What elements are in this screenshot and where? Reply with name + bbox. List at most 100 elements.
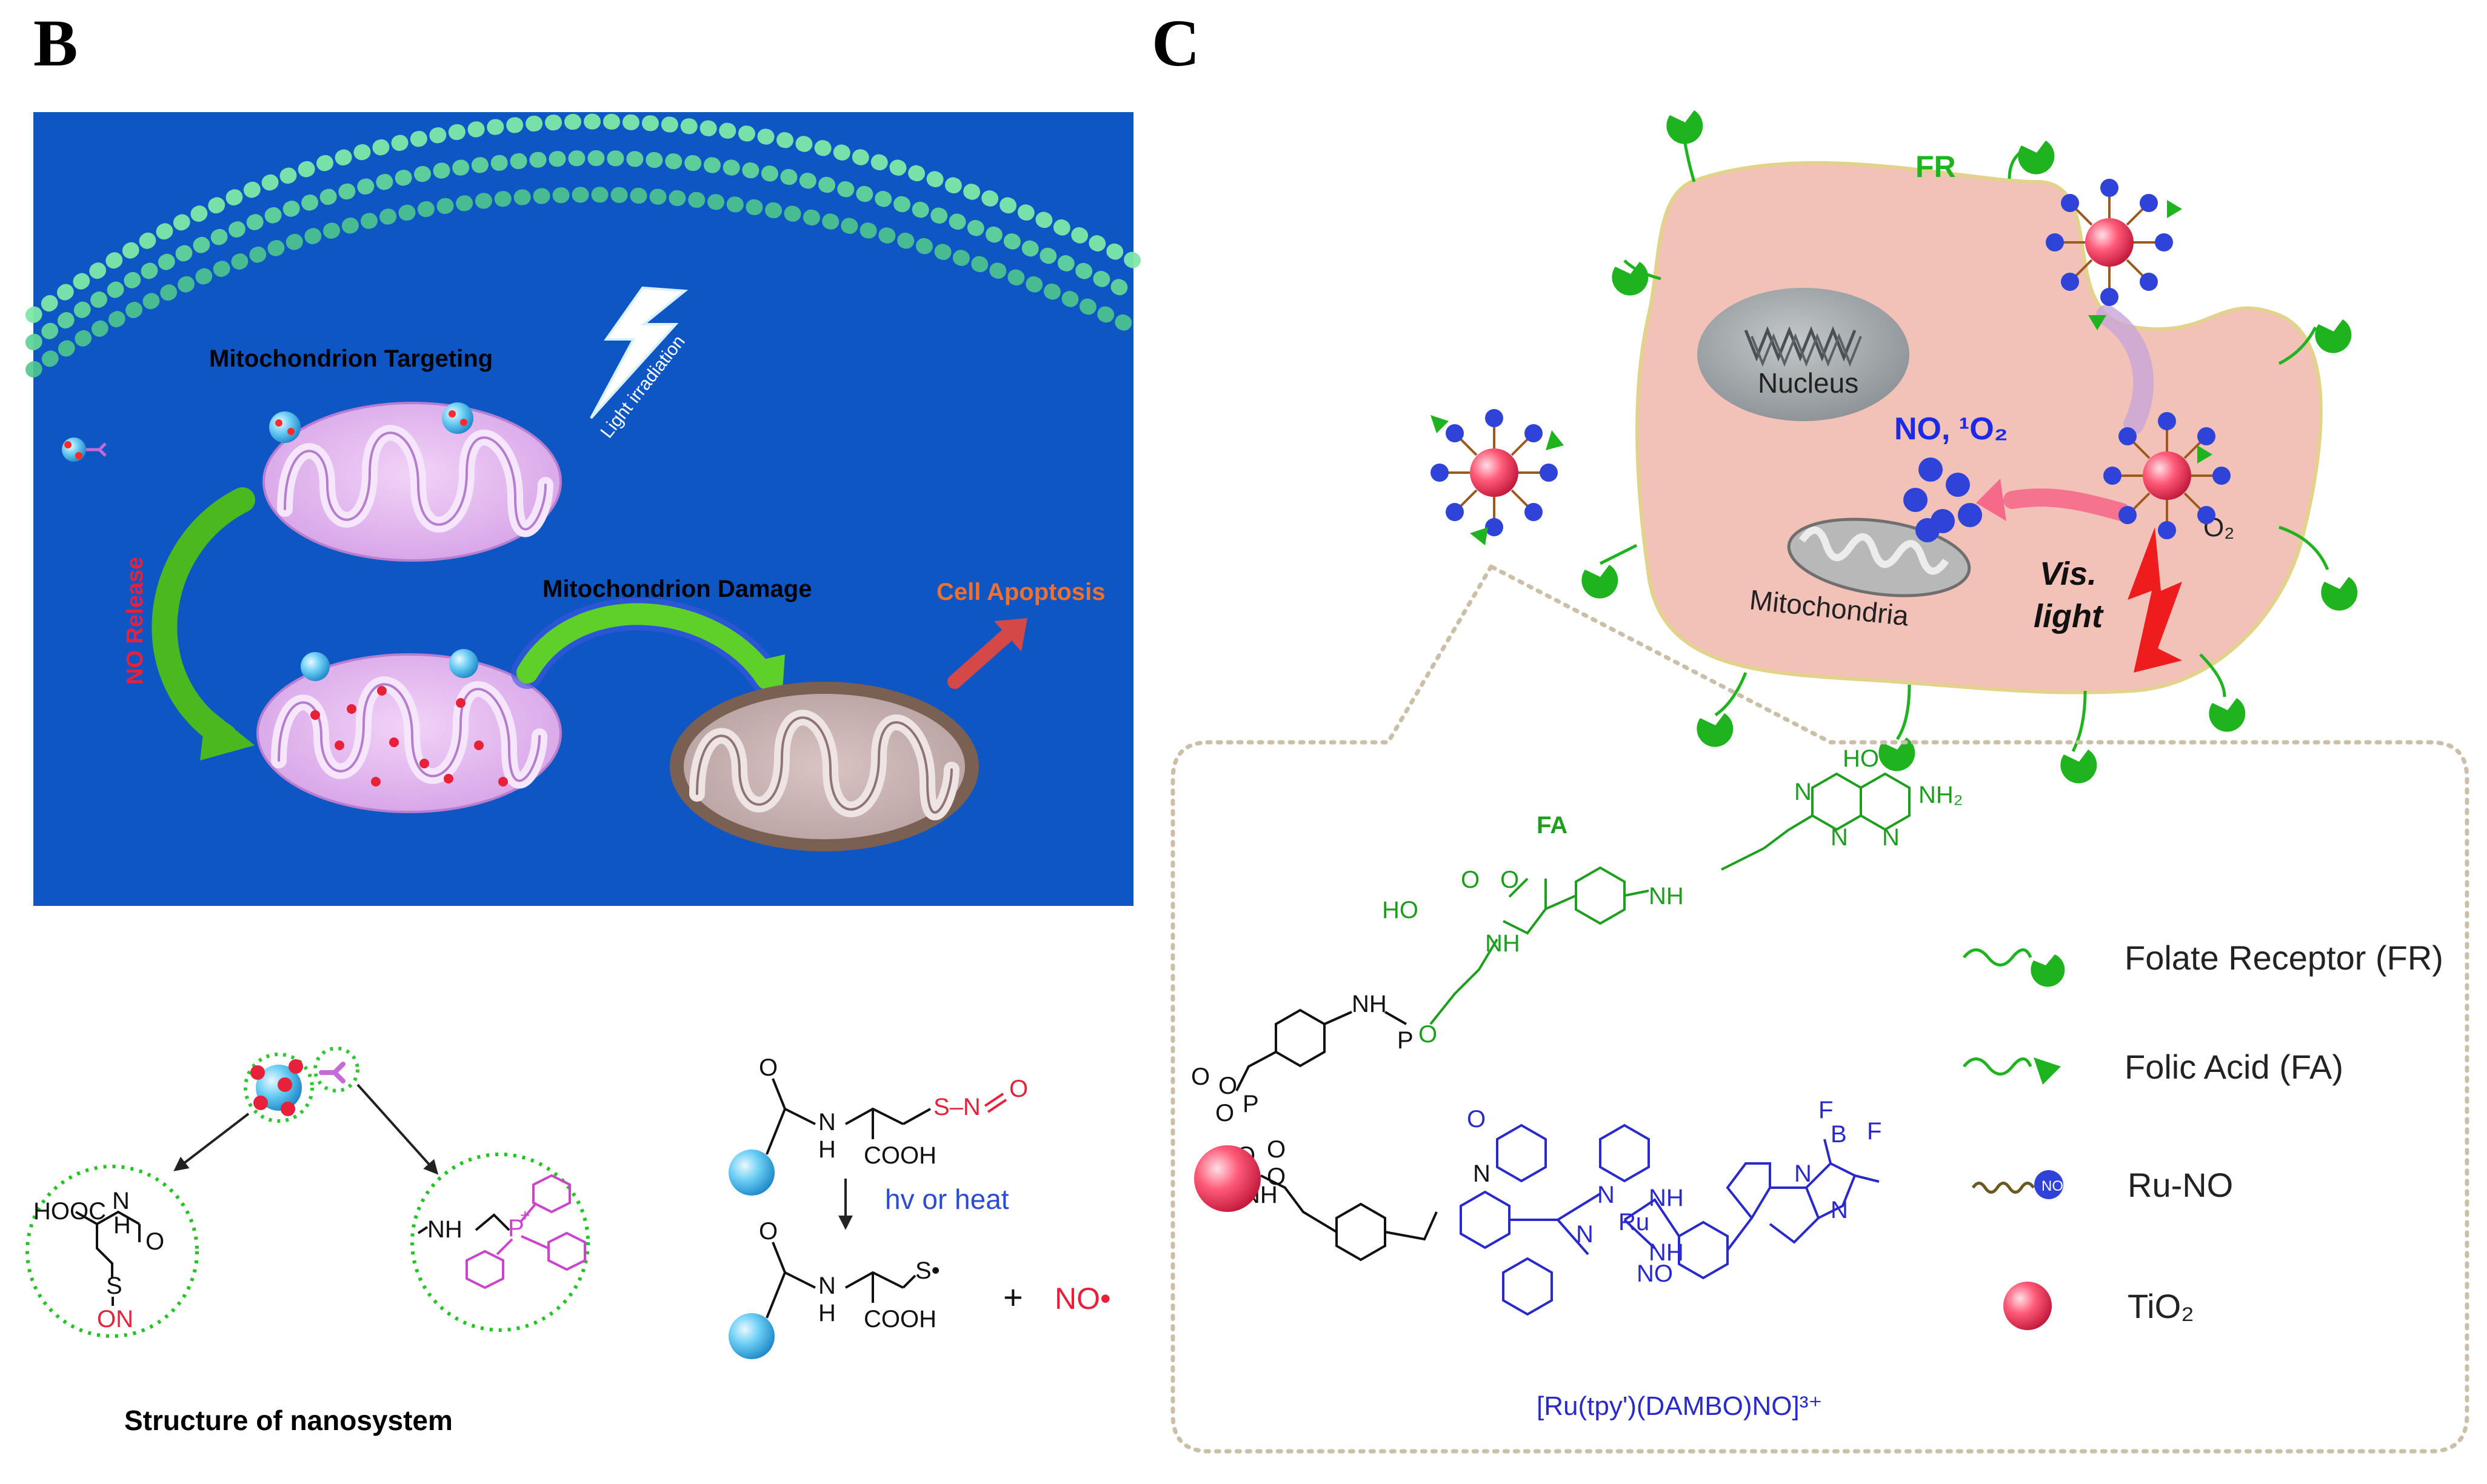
apoptosis-arrow	[947, 626, 1016, 689]
chem-label-24: NO	[1637, 1260, 1673, 1287]
nanoparticle-outside	[1430, 409, 1564, 545]
fa-label-8: NH	[1485, 930, 1520, 957]
tio2-sphere-icon	[2003, 1282, 2052, 1330]
legend-label-ru-no: Ru-NO	[2128, 1166, 2233, 1204]
chem-label-17: O	[1267, 1163, 1286, 1190]
tio2-particle-icon	[1194, 1145, 1261, 1212]
no-release-reaction: O N H COOH S–N O hv or heat O N H COOH S…	[729, 1054, 1111, 1359]
ru-no-particle-text: NO	[2041, 1178, 2063, 1194]
left-circle-on: ON	[97, 1306, 133, 1333]
light-label: light	[2034, 598, 2104, 634]
chem-label-21: N	[1473, 1160, 1491, 1187]
chem-label-31: N	[1794, 1160, 1812, 1187]
product-h: H	[818, 1300, 836, 1326]
chem-label-11: NH	[1352, 991, 1387, 1017]
left-circle-hooc: HOOC	[33, 1198, 106, 1225]
cell-apoptosis-label: Cell Apoptosis	[936, 579, 1106, 605]
chem-label-14: O	[1191, 1063, 1210, 1090]
folic-acid-icon	[1963, 1057, 2032, 1076]
reactant-n: N	[818, 1109, 836, 1136]
chem-label-12: P	[1397, 1027, 1414, 1054]
legend-label-fr: Folate Receptor (FR)	[2125, 939, 2443, 977]
carbonyl-o-bottom: O	[759, 1218, 778, 1245]
left-circle-n: N	[112, 1188, 130, 1214]
molecule-name: [Ru(tpy')(DAMBO)NO]³⁺	[1537, 1391, 1823, 1421]
chem-label-19: O	[1267, 1136, 1286, 1163]
right-circle-nh: NH	[427, 1216, 462, 1243]
chem-label-30: F	[1867, 1118, 1881, 1145]
nucleus-label: Nucleus	[1758, 367, 1858, 399]
ru-no-icon	[1971, 1182, 2035, 1194]
chem-label-25: N	[1597, 1182, 1615, 1208]
fa-label: FA	[1537, 812, 1567, 839]
reactant-sn: S–N	[933, 1094, 981, 1120]
legend-item-folate-receptor: Folate Receptor (FR)	[1963, 939, 2443, 987]
tpp-ligand-icon	[319, 1062, 346, 1083]
mitochondrion-healthy	[262, 402, 562, 562]
panel-b-illustration: Light irradiation Mitochondrion Targetin…	[25, 112, 1141, 906]
chem-label-22: N	[1576, 1221, 1594, 1248]
fr-label: FR	[1915, 150, 1956, 184]
product-cooh: COOH	[864, 1306, 936, 1333]
folate-receptor-heads	[1581, 110, 2358, 784]
reactant-cooh: COOH	[864, 1142, 936, 1169]
nanoparticle-internalized	[2103, 412, 2231, 539]
light-bolt-icon	[2128, 527, 2182, 673]
chem-label-29: F	[1818, 1097, 1833, 1123]
chem-label-16: P	[1243, 1091, 1259, 1117]
no-release-arrowhead	[200, 706, 255, 760]
no-release-arrow	[152, 487, 255, 749]
free-nanoparticle-icon	[62, 438, 107, 462]
mitochondrion-releasing	[256, 649, 562, 813]
fa-label-4: N	[1831, 824, 1848, 851]
fa-label-0: HO	[1843, 745, 1879, 772]
fa-label-10: O	[1418, 1021, 1437, 1048]
panel-c-letter: C	[1152, 6, 1200, 80]
reaction-condition: hv or heat	[885, 1183, 1009, 1215]
chem-label-27: NH	[1649, 1239, 1684, 1266]
nanosystem-structure: HOOC N H O S ON NH P + Structure of nano…	[25, 1046, 590, 1436]
fa-label-3: N	[1794, 779, 1812, 805]
vis-label: Vis.	[2040, 556, 2097, 592]
panel-b-letter: B	[33, 6, 78, 80]
left-circle-s: S	[106, 1273, 122, 1299]
mitochondrion-damaged	[670, 682, 979, 851]
no-singlet-oxygen-label: NO, ¹O₂	[1894, 411, 2008, 447]
nanoparticle-binding	[2046, 179, 2182, 330]
no-radical: NO•	[1055, 1282, 1111, 1316]
legend-item-folic-acid: Folic Acid (FA)	[1963, 1048, 2343, 1086]
legend-item-tio2: TiO₂	[2003, 1282, 2194, 1330]
chemical-structure: FA HO N NH₂ N N NH HO O NH O O	[1191, 745, 1963, 1421]
chem-label-13: O	[1218, 1073, 1237, 1099]
damage-arrow	[516, 603, 778, 690]
fa-label-9: O	[1500, 867, 1519, 893]
folate-receptor-icon	[1963, 948, 2032, 967]
nanoparticle-product-icon	[729, 1313, 775, 1359]
chem-label-32: N	[1831, 1197, 1848, 1223]
chem-label-15: O	[1215, 1100, 1234, 1126]
legend-label-fa: Folic Acid (FA)	[2125, 1048, 2343, 1086]
reactant-h: H	[818, 1136, 836, 1163]
fa-label-2: NH₂	[1918, 782, 1963, 808]
carbonyl-o-top: O	[759, 1054, 778, 1081]
release-arrow	[2003, 488, 2131, 521]
fa-label-1: N	[1882, 824, 1900, 851]
internalization-arrow	[2096, 305, 2154, 434]
reactant-o: O	[1009, 1076, 1028, 1102]
left-circle-o: O	[145, 1228, 164, 1255]
nanoparticle-icon	[729, 1150, 775, 1196]
legend-label-tio2: TiO₂	[2128, 1287, 2194, 1325]
panel-c-cell: Nucleus Mitochondria NO, ¹O₂ Vis. light …	[1635, 150, 2323, 694]
s-radical: S•	[915, 1257, 940, 1284]
legend-item-ru-no: NO Ru-NO	[1971, 1166, 2233, 1204]
fa-label-6: HO	[1382, 897, 1418, 923]
fa-label-5: NH	[1649, 883, 1684, 910]
no-release-label: NO Release	[122, 557, 148, 685]
structure-caption: Structure of nanosystem	[124, 1405, 453, 1436]
nuclear-membrane	[25, 113, 1141, 378]
left-circle-h: H	[113, 1212, 131, 1239]
lightning-bolt-icon	[590, 286, 689, 419]
mito-damage-label: Mitochondrion Damage	[542, 576, 812, 602]
legend: Folate Receptor (FR) Folic Acid (FA) NO …	[1963, 939, 2443, 1330]
